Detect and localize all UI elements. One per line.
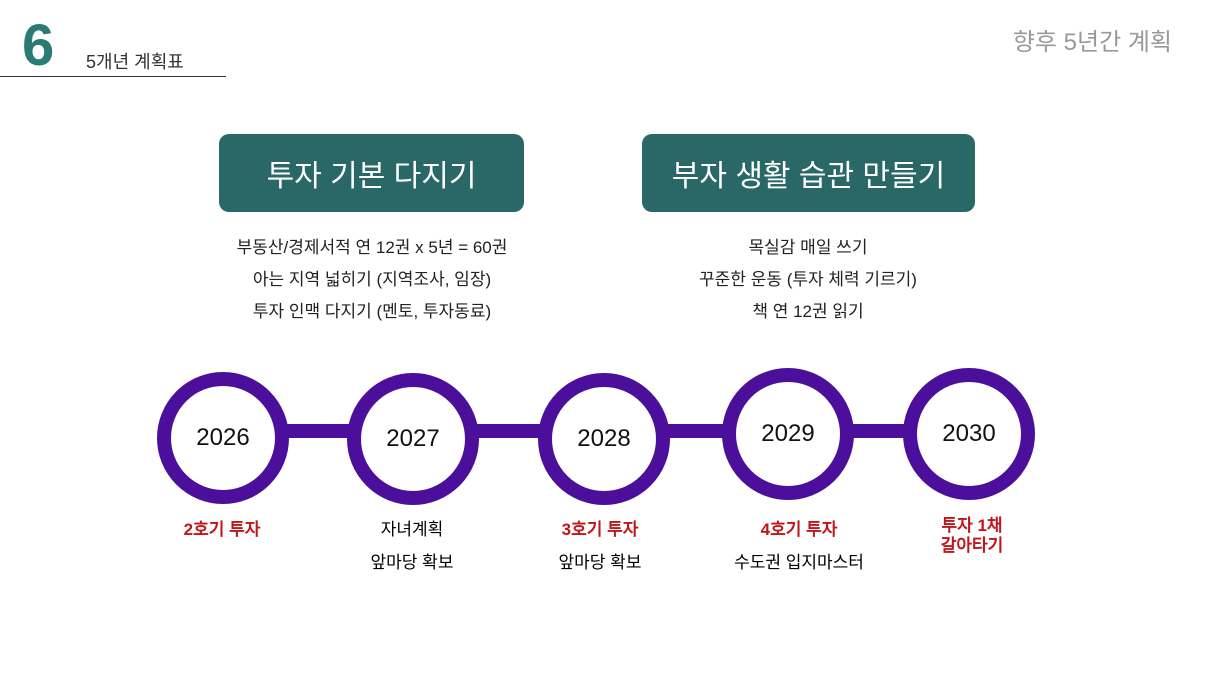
list-item: 투자 인맥 다지기 (멘토, 투자동료) [252, 302, 492, 321]
year-label: 2027 [386, 425, 440, 452]
caption-line: 앞마당 확보 [370, 553, 454, 572]
goal-list-investment-basics: 부동산/경제서적 연 12권 x 5년 = 60권 아는 지역 넓히기 (지역조… [172, 232, 572, 328]
caption-line: 투자 1채 [941, 516, 1003, 535]
timeline-caption-2026: 2호기 투자 [122, 513, 322, 546]
goal-list-rich-habits: 목실감 매일 쓰기 꾸준한 운동 (투자 체력 기르기) 책 연 12권 읽기 [608, 232, 1008, 328]
timeline-node-2026: 2026 [157, 372, 289, 504]
year-label: 2030 [942, 420, 996, 447]
goal-title-rich-habits: 부자 생활 습관 만들기 [642, 134, 975, 212]
timeline-caption-2030: 투자 1채 갈아타기 [872, 516, 1072, 556]
goal-title-investment-basics: 투자 기본 다지기 [219, 134, 524, 212]
timeline-caption-2029: 4호기 투자 수도권 입지마스터 [699, 513, 899, 579]
timeline-node-2028: 2028 [538, 373, 670, 505]
caption-line: 앞마당 확보 [558, 553, 642, 572]
section-subtitle: 5개년 계획표 [86, 52, 184, 72]
caption-line: 4호기 투자 [760, 520, 838, 539]
caption-line: 2호기 투자 [183, 520, 261, 539]
year-label: 2028 [577, 425, 631, 452]
timeline-node-2029: 2029 [722, 368, 854, 500]
year-label: 2029 [761, 420, 815, 447]
caption-line: 3호기 투자 [561, 520, 639, 539]
caption-line: 수도권 입지마스터 [734, 553, 864, 572]
year-label: 2026 [196, 424, 250, 451]
list-item: 아는 지역 넓히기 (지역조사, 임장) [252, 270, 492, 289]
caption-line: 갈아타기 [940, 536, 1004, 555]
timeline-node-2030: 2030 [903, 368, 1035, 500]
header-divider [0, 76, 226, 77]
timeline-caption-2028: 3호기 투자 앞마당 확보 [500, 513, 700, 579]
page-title: 향후 5년간 계획 [1012, 29, 1172, 56]
timeline-node-2027: 2027 [347, 373, 479, 505]
list-item: 목실감 매일 쓰기 [748, 238, 868, 257]
caption-line: 자녀계획 [380, 520, 444, 539]
timeline-caption-2027: 자녀계획 앞마당 확보 [312, 513, 512, 579]
list-item: 꾸준한 운동 (투자 체력 기르기) [699, 270, 917, 289]
list-item: 부동산/경제서적 연 12권 x 5년 = 60권 [236, 238, 508, 257]
list-item: 책 연 12권 읽기 [752, 302, 864, 321]
section-number: 6 [22, 13, 55, 78]
